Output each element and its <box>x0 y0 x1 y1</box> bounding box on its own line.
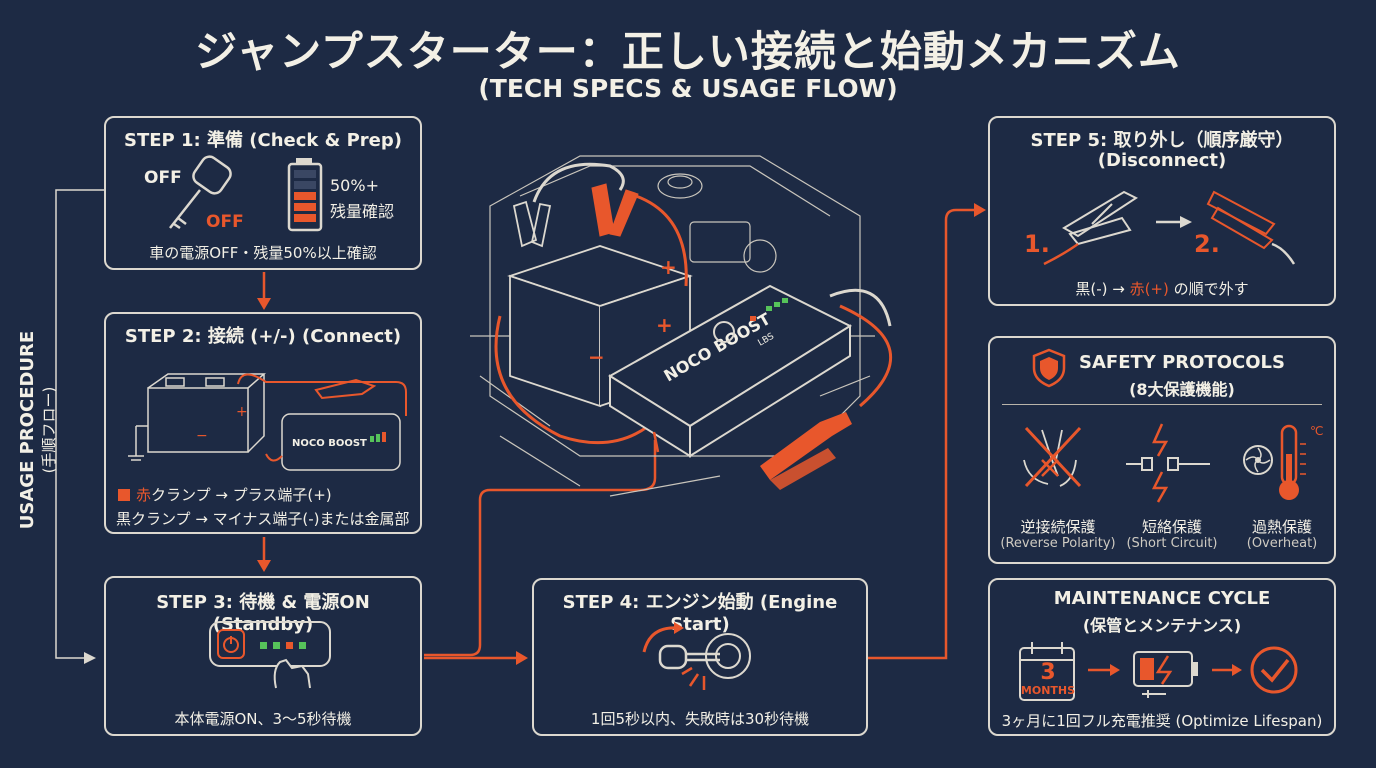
safety-panel: SAFETY PROTOCOLS (8大保護機能) ℃ 逆接続保護 (Rever… <box>988 336 1336 564</box>
red-marker-icon <box>118 489 130 501</box>
step2-line1-rest: クランプ → プラス端子(+) <box>151 486 332 504</box>
step1-off-label: OFF <box>144 168 182 188</box>
step5-title-sub: (Disconnect) <box>1097 150 1227 171</box>
charging-battery-icon <box>1133 651 1198 698</box>
svg-text:+: + <box>660 255 677 279</box>
page-title: ジャンプスターター：正しい接続と始動メカニズム <box>195 27 1181 76</box>
safety-subtitle: (8大保護機能) <box>1129 380 1235 399</box>
safety-item-3-label: 過熱保護 <box>1251 518 1312 536</box>
step2-line2: 黒クランプ → マイナス端子(-)または金属部 <box>116 510 410 528</box>
maintenance-subtitle: (保管とメンテナンス) <box>1082 616 1242 635</box>
safety-item-2-sub: (Short Circuit) <box>1126 536 1218 551</box>
step1-battery-check: 残量確認 <box>330 202 395 221</box>
calendar-number: 3 <box>1040 660 1056 685</box>
step5-num2: 2. <box>1194 230 1220 258</box>
step3-panel: STEP 3: 待機 & 電源ON (Standby) 本体電源ON、3〜5秒待… <box>104 576 422 736</box>
temp-unit-label: ℃ <box>1310 424 1324 438</box>
svg-text:−: − <box>196 428 208 444</box>
svg-text:+: + <box>656 313 673 337</box>
step1-off-label-red: OFF <box>206 212 244 232</box>
page-subtitle: (TECH SPECS & USAGE FLOW) <box>478 74 898 103</box>
ignition-key-icon <box>642 622 751 690</box>
maintenance-caption: 3ヶ月に1回フル充電推奨 (Optimize Lifespan) <box>1001 712 1323 730</box>
step3-caption: 本体電源ON、3〜5秒待機 <box>174 710 352 728</box>
usage-procedure-title: USAGE PROCEDURE <box>17 330 38 530</box>
power-button-icon <box>209 621 331 689</box>
step4-panel: STEP 4: エンジン始動 (Engine Start) 1回5秒以内、失敗時… <box>532 578 868 736</box>
disconnect-clamps-icon <box>1043 190 1296 266</box>
usage-procedure-subtitle: (手順フロー) <box>40 386 58 474</box>
maintenance-panel: MAINTENANCE CYCLE (保管とメンテナンス) 3 MONTHS 3… <box>988 578 1336 736</box>
step1-panel: STEP 1: 準備 (Check & Prep) OFF OFF 50%+ 残… <box>104 116 422 270</box>
step4-caption: 1回5秒以内、失敗時は30秒待機 <box>590 710 810 728</box>
safety-divider <box>1002 404 1322 405</box>
checkmark-icon <box>1250 646 1298 694</box>
calendar-unit: MONTHS <box>1020 684 1076 697</box>
step5-caption-red: 赤(+) <box>1129 280 1169 298</box>
step5-caption: 黒(-) → 赤(+) の順で外す <box>990 278 1334 299</box>
step1-title: STEP 1: 準備 (Check & Prep) <box>124 130 402 151</box>
svg-text:+: + <box>236 404 248 420</box>
step2-connection-diagram: + − NOCO BOOST <box>128 373 407 471</box>
battery-level-icon <box>287 158 323 232</box>
step2-device-label: NOCO BOOST <box>292 438 367 449</box>
reverse-polarity-icon <box>1023 426 1082 488</box>
svg-text:−: − <box>588 345 605 369</box>
step2-title: STEP 2: 接続 (+/-) (Connect) <box>124 326 402 347</box>
safety-item-3-sub: (Overheat) <box>1246 536 1318 551</box>
car-key-icon <box>169 155 232 230</box>
safety-title: SAFETY PROTOCOLS <box>1079 352 1285 373</box>
step5-title: STEP 5: 取り外し（順序厳守） <box>1030 130 1294 151</box>
safety-item-1-sub: (Reverse Polarity) <box>1000 536 1116 551</box>
shield-icon <box>1032 348 1066 388</box>
step2-line1: 赤クランプ → プラス端子(+) <box>118 484 332 505</box>
calendar-icon <box>1019 642 1075 701</box>
short-circuit-icon <box>1126 423 1210 503</box>
step5-caption-b: の順で外す <box>1168 280 1249 298</box>
jump-starter-illustration: + − + NOCO BOOST LBS <box>470 155 893 497</box>
maintenance-flow-icons <box>1088 646 1298 698</box>
safety-item-2-label: 短絡保護 <box>1141 518 1202 536</box>
safety-item-1-label: 逆接続保護 <box>1020 518 1096 536</box>
step2-panel: STEP 2: 接続 (+/-) (Connect) + − NOCO BOOS… <box>104 312 422 534</box>
step1-battery-percent: 50%+ <box>330 176 379 195</box>
usage-procedure-label: USAGE PROCEDURE (手順フロー) <box>17 325 77 535</box>
step5-num1: 1. <box>1024 230 1050 258</box>
overheat-icon <box>1243 424 1306 500</box>
maintenance-title: MAINTENANCE CYCLE <box>1053 588 1271 609</box>
step2-line1-red: 赤 <box>136 486 152 504</box>
step4-title: STEP 4: エンジン始動 (Engine Start) <box>562 592 838 635</box>
step5-caption-a: 黒(-) → <box>1075 280 1130 298</box>
step5-panel: STEP 5: 取り外し（順序厳守） (Disconnect) 1. 2. 黒(… <box>988 116 1336 306</box>
step1-caption: 車の電源OFF・残量50%以上確認 <box>149 244 377 262</box>
